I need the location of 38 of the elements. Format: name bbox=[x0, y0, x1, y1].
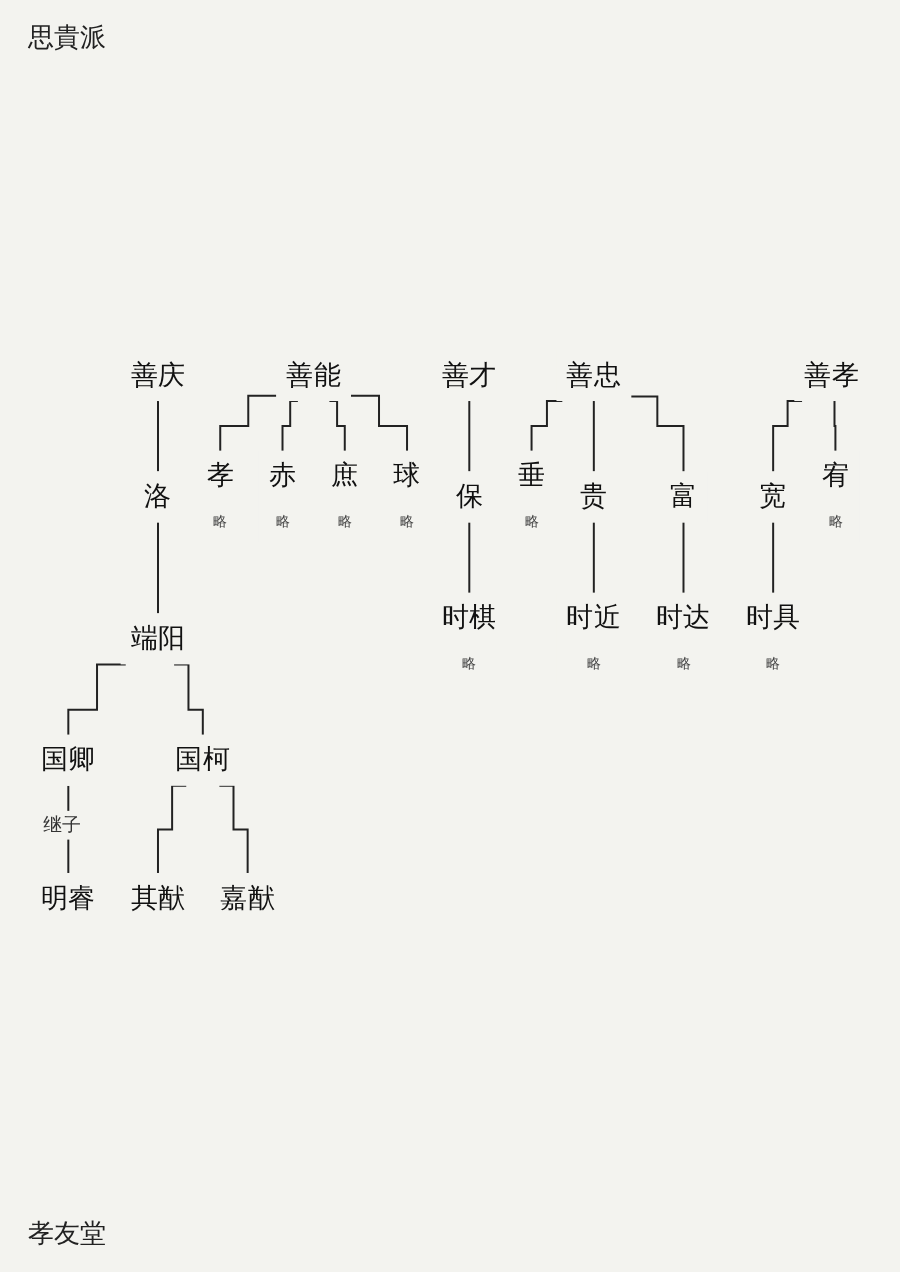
connector bbox=[67, 662, 127, 735]
connector bbox=[218, 783, 249, 873]
connector bbox=[772, 520, 775, 593]
node-text: 富 bbox=[669, 480, 698, 512]
connector bbox=[219, 393, 278, 451]
node-text: 善孝 bbox=[804, 358, 860, 391]
connector bbox=[592, 399, 595, 472]
page-label: 孝友堂 bbox=[26, 1218, 108, 1254]
node-text: 其猷 bbox=[130, 881, 186, 914]
connector bbox=[328, 399, 346, 451]
connector bbox=[173, 662, 204, 735]
connector bbox=[832, 399, 837, 451]
node-text: 善才 bbox=[441, 358, 497, 391]
edge-label: 继子 bbox=[43, 812, 81, 835]
connector bbox=[530, 399, 564, 451]
connector bbox=[157, 399, 159, 472]
node-text: 善忠 bbox=[566, 358, 622, 391]
connector bbox=[682, 520, 685, 593]
connector bbox=[157, 783, 188, 873]
node-text: 明睿 bbox=[40, 881, 96, 914]
node-text: 善庆 bbox=[130, 358, 186, 391]
connector bbox=[592, 520, 595, 593]
node-text: 宽 bbox=[759, 480, 787, 512]
connector bbox=[630, 394, 685, 472]
node-text: 贵 bbox=[580, 480, 608, 512]
node-text: 保 bbox=[455, 480, 483, 512]
connector bbox=[281, 399, 299, 451]
connector bbox=[468, 520, 471, 593]
node-text: 洛 bbox=[144, 480, 172, 512]
page-label: 思貴派 bbox=[26, 22, 108, 58]
connector bbox=[157, 520, 159, 614]
node-text: 国卿 bbox=[40, 743, 96, 775]
node-text: 嘉猷 bbox=[220, 881, 276, 914]
connector bbox=[67, 783, 70, 873]
connector bbox=[772, 399, 804, 472]
connector bbox=[468, 399, 471, 472]
connector bbox=[350, 393, 409, 451]
node-text: 善能 bbox=[286, 358, 342, 391]
